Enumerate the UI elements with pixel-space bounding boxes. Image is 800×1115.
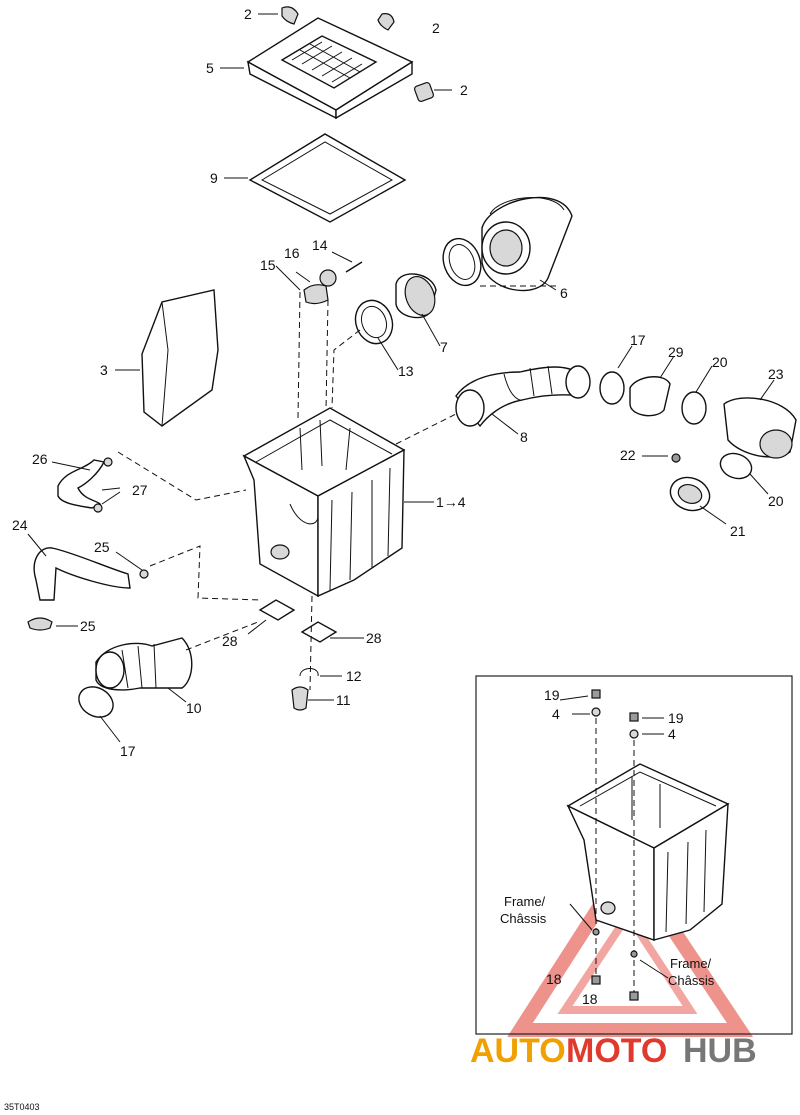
- outlet-components: [599, 371, 797, 512]
- leader-lines: [27, 13, 775, 743]
- inset-frame-label-b-1: Frame/: [670, 956, 712, 971]
- callout-7: 7: [440, 339, 448, 355]
- inset-callout-4a: 4: [552, 706, 560, 722]
- callout-23: 23: [768, 366, 784, 382]
- callout-11: 11: [336, 692, 351, 708]
- cover-gasket: [248, 133, 407, 223]
- callout-28b: 28: [366, 630, 382, 646]
- callout-8: 8: [520, 429, 528, 445]
- callout-20b: 20: [768, 493, 784, 509]
- air-filter: [481, 196, 573, 292]
- side-panel: [141, 289, 219, 427]
- callout-27: 27: [132, 482, 148, 498]
- drawing-code: 35T0403: [4, 1102, 40, 1112]
- callout-20a: 20: [712, 354, 728, 370]
- mounting-inset: 19 4 19 4 Frame/ Châssis Frame/ Châssis …: [475, 675, 793, 1035]
- watermark-auto: AUTO: [470, 1032, 566, 1070]
- bottom-parts: [258, 599, 338, 711]
- callout-2c: 2: [460, 82, 468, 98]
- callout-17b: 17: [120, 743, 136, 759]
- callout-15: 15: [260, 257, 276, 273]
- pin-washer-plug: [303, 261, 363, 305]
- inset-callout-4b: 4: [668, 726, 676, 742]
- filter-adapter: [395, 273, 437, 319]
- inset-callout-18b: 18: [582, 991, 598, 1007]
- callout-26: 26: [32, 451, 48, 467]
- callout-6: 6: [560, 285, 568, 301]
- callout-16: 16: [284, 245, 300, 261]
- callout-22: 22: [620, 447, 636, 463]
- callout-17a: 17: [630, 332, 646, 348]
- callout-12: 12: [346, 668, 362, 684]
- callout-2b: 2: [432, 20, 440, 36]
- callout-3: 3: [100, 362, 108, 378]
- callout-25a: 25: [94, 539, 110, 555]
- inset-frame: [475, 675, 793, 1035]
- callout-1-4: 1→4: [436, 494, 466, 510]
- inset-callout-19a: 19: [544, 687, 560, 703]
- callout-labels: 2 2 5 2 9 14 16 15 6 7 13 3 17 29 20 23 …: [12, 6, 784, 759]
- callout-25b: 25: [80, 618, 96, 634]
- airbox-cover: [246, 17, 414, 120]
- airbox-body: [242, 407, 406, 598]
- inset-frame-label-a-2: Châssis: [500, 911, 547, 926]
- callout-24: 24: [12, 517, 28, 533]
- watermark-hub: HUB: [683, 1032, 757, 1070]
- watermark-triangle: [507, 849, 754, 1037]
- adapter-clamp: [354, 299, 394, 345]
- cover-clips: [281, 6, 435, 103]
- inset-callout-19b: 19: [668, 710, 684, 726]
- inset-callout-18a: 18: [546, 971, 562, 987]
- inset-frame-label-b-2: Châssis: [668, 973, 715, 988]
- inset-frame-label-a-1: Frame/: [504, 894, 546, 909]
- callout-28a: 28: [222, 633, 238, 649]
- intake-boot: [78, 637, 193, 718]
- drain-hoses: [27, 457, 149, 631]
- callout-2a: 2: [244, 6, 252, 22]
- callout-10: 10: [186, 700, 202, 716]
- callout-13: 13: [398, 363, 414, 379]
- watermark-moto: MOTO: [566, 1032, 667, 1070]
- callout-14: 14: [312, 237, 328, 253]
- callout-9: 9: [210, 170, 218, 186]
- callout-29: 29: [668, 344, 684, 360]
- filter-clamp: [442, 237, 482, 287]
- intake-duct: [455, 365, 591, 428]
- callout-5: 5: [206, 60, 214, 76]
- callout-21: 21: [730, 523, 746, 539]
